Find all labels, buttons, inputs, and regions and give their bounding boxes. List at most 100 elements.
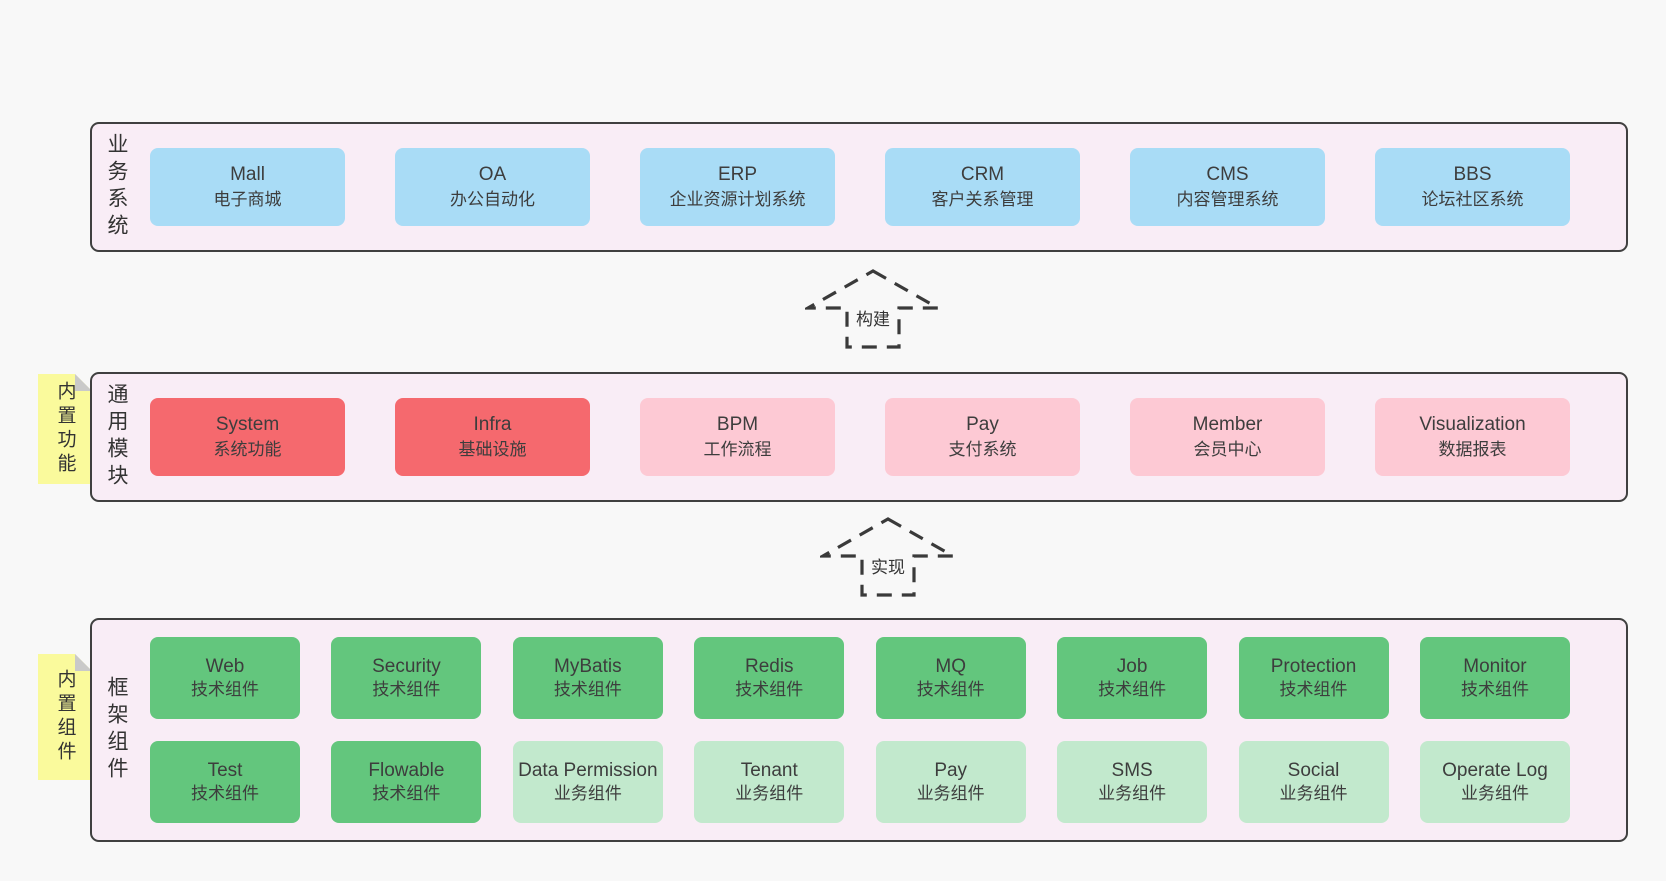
- common-modules-boxes: System 系统功能 Infra 基础设施 BPM 工作流程 Pay 支付系统…: [140, 374, 1626, 500]
- box-cms: CMS 内容管理系统: [1130, 148, 1325, 226]
- box-pay: Pay 支付系统: [885, 398, 1080, 476]
- box-social: Social 业务组件: [1238, 741, 1389, 823]
- box-subtitle: 技术组件: [1460, 680, 1529, 700]
- dashed-up-arrow-icon: [805, 269, 941, 349]
- box-title: Web: [205, 656, 245, 678]
- box-data-permission: Data Permission 业务组件: [512, 741, 663, 823]
- box-subtitle: 内容管理系统: [1176, 190, 1279, 210]
- dashed-up-arrow-icon: [820, 517, 956, 597]
- business-systems-boxes: Mall 电子商城 OA 办公自动化 ERP 企业资源计划系统 CRM 客户关系…: [140, 124, 1626, 250]
- box-subtitle: 技术组件: [1279, 680, 1348, 700]
- sticky-note-body: [38, 374, 92, 484]
- box-tenant: Tenant 业务组件: [694, 741, 845, 823]
- box-mall: Mall 电子商城: [150, 148, 345, 226]
- box-subtitle: 论坛社区系统: [1421, 190, 1524, 210]
- framework-row-2: Test 技术组件 Flowable 技术组件 Data Permission …: [150, 741, 1570, 823]
- box-subtitle: 业务组件: [1098, 784, 1167, 804]
- box-title: Pay: [966, 413, 999, 435]
- box-subtitle: 技术组件: [735, 680, 804, 700]
- box-web: Web 技术组件: [150, 637, 300, 719]
- box-mybatis: MyBatis 技术组件: [512, 637, 663, 719]
- implement-arrow: 实现: [820, 516, 956, 598]
- box-bbs: BBS 论坛社区系统: [1375, 148, 1570, 226]
- box-subtitle: 技术组件: [553, 680, 622, 700]
- sticky-built-in-features: 内置功能: [38, 374, 92, 484]
- box-test: Test 技术组件: [150, 741, 300, 823]
- business-systems-label-column: 业务系统: [92, 124, 140, 250]
- box-job: Job 技术组件: [1057, 637, 1208, 719]
- box-title: Pay: [934, 760, 968, 782]
- box-title: Protection: [1270, 656, 1357, 678]
- box-subtitle: 支付系统: [948, 440, 1017, 460]
- box-subtitle: 技术组件: [1098, 680, 1167, 700]
- box-subtitle: 办公自动化: [450, 190, 535, 210]
- box-crm: CRM 客户关系管理: [885, 148, 1080, 226]
- box-title: System: [215, 413, 280, 435]
- box-subtitle: 业务组件: [553, 784, 622, 804]
- box-subtitle: 会员中心: [1193, 440, 1262, 460]
- box-title: Test: [207, 760, 243, 782]
- build-arrow-label: 构建: [853, 304, 893, 331]
- box-title: SMS: [1111, 760, 1153, 782]
- box-title: BBS: [1453, 163, 1492, 185]
- box-subtitle: 企业资源计划系统: [669, 190, 806, 210]
- box-visualization: Visualization 数据报表: [1375, 398, 1570, 476]
- box-subtitle: 数据报表: [1438, 440, 1507, 460]
- box-title: Monitor: [1463, 656, 1527, 678]
- box-subtitle: 客户关系管理: [931, 190, 1034, 210]
- box-title: Visualization: [1419, 413, 1526, 435]
- box-protection: Protection 技术组件: [1238, 637, 1389, 719]
- box-title: Job: [1116, 656, 1148, 678]
- box-title: Data Permission: [518, 760, 658, 782]
- box-title: Social: [1287, 760, 1340, 782]
- box-redis: Redis 技术组件: [694, 637, 845, 719]
- box-title: OA: [478, 163, 507, 185]
- box-subtitle: 业务组件: [735, 784, 804, 804]
- box-subtitle: 业务组件: [916, 784, 985, 804]
- box-subtitle: 技术组件: [916, 680, 985, 700]
- box-title: Member: [1192, 413, 1263, 435]
- sticky-label: 内置组件: [54, 669, 76, 765]
- box-subtitle: 系统功能: [213, 440, 282, 460]
- framework-components-label-column: 框架组件: [92, 620, 140, 840]
- box-title: Infra: [473, 413, 512, 435]
- box-title: Redis: [744, 656, 794, 678]
- common-modules-label: 通用模块: [105, 383, 128, 491]
- common-modules-label-column: 通用模块: [92, 374, 140, 500]
- build-arrow: 构建: [805, 268, 941, 350]
- framework-row-1: Web 技术组件 Security 技术组件 MyBatis 技术组件 Redi…: [150, 637, 1570, 719]
- box-mq: MQ 技术组件: [875, 637, 1026, 719]
- box-operate-log: Operate Log 业务组件: [1419, 741, 1570, 823]
- box-title: BPM: [716, 413, 759, 435]
- sticky-note-body: [38, 654, 92, 780]
- sticky-built-in-components: 内置组件: [38, 654, 92, 780]
- box-system: System 系统功能: [150, 398, 345, 476]
- box-bpm: BPM 工作流程: [640, 398, 835, 476]
- framework-components-boxes: Web 技术组件 Security 技术组件 MyBatis 技术组件 Redi…: [140, 620, 1626, 840]
- box-monitor: Monitor 技术组件: [1419, 637, 1570, 719]
- box-subtitle: 业务组件: [1279, 784, 1348, 804]
- box-infra: Infra 基础设施: [395, 398, 590, 476]
- sticky-label: 内置功能: [54, 381, 76, 477]
- box-subtitle: 电子商城: [213, 190, 282, 210]
- box-subtitle: 工作流程: [703, 440, 772, 460]
- framework-components-panel: 框架组件 Web 技术组件 Security 技术组件 MyBatis 技术组件…: [90, 618, 1628, 842]
- business-systems-label: 业务系统: [105, 133, 128, 241]
- box-member: Member 会员中心: [1130, 398, 1325, 476]
- box-title: CRM: [960, 163, 1005, 185]
- box-title: Operate Log: [1442, 760, 1548, 782]
- box-oa: OA 办公自动化: [395, 148, 590, 226]
- common-modules-panel: 通用模块 System 系统功能 Infra 基础设施 BPM 工作流程 Pay…: [90, 372, 1628, 502]
- box-title: CMS: [1206, 163, 1249, 185]
- implement-arrow-label: 实现: [868, 552, 908, 579]
- framework-components-label: 框架组件: [105, 676, 128, 784]
- box-title: Security: [372, 656, 441, 678]
- business-systems-panel: 业务系统 Mall 电子商城 OA 办公自动化 ERP 企业资源计划系统 CRM…: [90, 122, 1628, 252]
- box-title: MQ: [935, 656, 966, 678]
- box-security: Security 技术组件: [331, 637, 482, 719]
- box-erp: ERP 企业资源计划系统: [640, 148, 835, 226]
- box-subtitle: 技术组件: [372, 680, 441, 700]
- box-subtitle: 业务组件: [1460, 784, 1529, 804]
- box-title: Mall: [230, 163, 265, 185]
